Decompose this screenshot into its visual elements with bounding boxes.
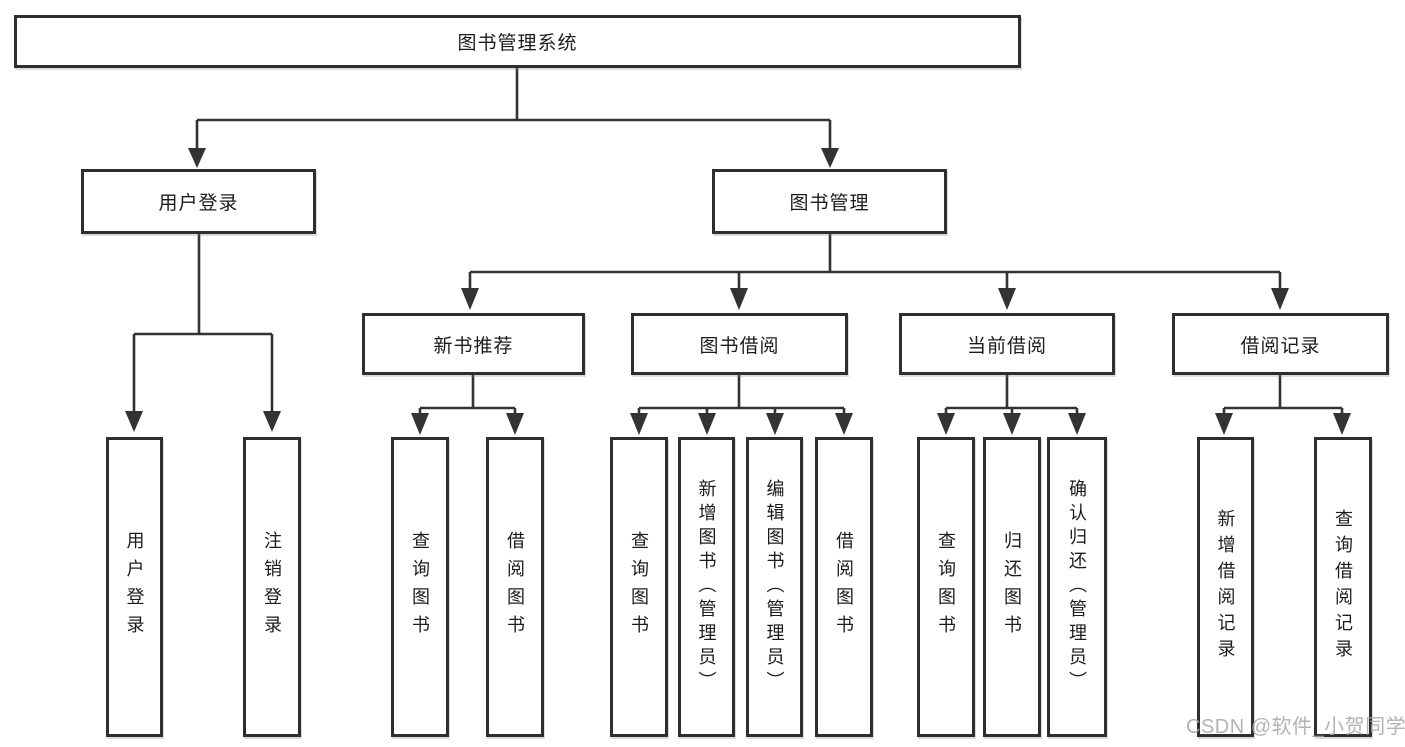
csdn-watermark: CSDN @软件_小贺同学 xyxy=(1186,716,1405,738)
node-current-borrow: 当前借阅 xyxy=(899,313,1115,375)
node-new-book-recommend: 新书推荐 xyxy=(362,313,585,375)
arrowhead-icon xyxy=(1003,413,1021,435)
leaf-recommend-query-book: 查询图书 xyxy=(391,437,449,737)
arrowhead-icon xyxy=(630,413,648,435)
arrowhead-icon xyxy=(1333,413,1351,435)
arrowhead-icon xyxy=(998,288,1016,310)
leaf-logout: 注销登录 xyxy=(243,437,301,737)
connector-book-borrow-to-leaves xyxy=(637,375,846,414)
arrowhead-icon xyxy=(698,413,716,435)
node-borrow-records: 借阅记录 xyxy=(1172,313,1389,375)
connector-user-login-to-leaves xyxy=(132,234,274,412)
arrowhead-icon xyxy=(937,413,955,435)
connector-new-book-rec-to-leaves xyxy=(418,375,517,414)
leaf-user-login: 用户登录 xyxy=(106,437,163,737)
leaf-records-add-record: 新增借阅记录 xyxy=(1197,437,1254,737)
leaf-recommend-borrow-book: 借阅图书 xyxy=(486,437,544,737)
arrowhead-icon xyxy=(821,148,839,168)
connector-root-to-level2 xyxy=(195,68,832,149)
leaf-records-query-record: 查询借阅记录 xyxy=(1314,437,1372,737)
arrowhead-icon xyxy=(766,413,784,435)
arrowhead-icon xyxy=(506,413,524,435)
leaf-borrow-add-book-admin: 新增图书（管理员） xyxy=(678,437,735,737)
arrowhead-icon xyxy=(1068,413,1086,435)
arrowhead-icon xyxy=(1215,413,1233,435)
leaf-borrow-query-book: 查询图书 xyxy=(610,437,668,737)
arrowhead-icon xyxy=(188,148,206,168)
arrowhead-icon xyxy=(125,411,143,432)
node-book-management: 图书管理 xyxy=(712,169,947,234)
arrowhead-icon xyxy=(263,411,281,432)
arrowhead-icon xyxy=(461,288,479,310)
leaf-current-return-book: 归还图书 xyxy=(983,437,1041,737)
arrowhead-icon xyxy=(411,413,429,435)
node-book-borrow: 图书借阅 xyxy=(631,313,848,375)
node-user-login: 用户登录 xyxy=(81,169,316,234)
arrowhead-icon xyxy=(1271,288,1289,310)
connector-book-mgmt-to-level3 xyxy=(468,234,1282,289)
leaf-borrow-borrow-book: 借阅图书 xyxy=(815,437,873,737)
node-root-system: 图书管理系统 xyxy=(14,15,1021,68)
leaf-borrow-edit-book-admin: 编辑图书（管理员） xyxy=(746,437,803,737)
arrowhead-icon xyxy=(835,413,853,435)
leaf-current-confirm-return-admin: 确认归还（管理员） xyxy=(1047,437,1107,737)
connector-current-borrow-to-leaves xyxy=(944,375,1079,414)
arrowhead-icon xyxy=(730,288,748,310)
connector-borrow-records-to-leaves xyxy=(1222,375,1344,414)
leaf-current-query-book: 查询图书 xyxy=(917,437,975,737)
